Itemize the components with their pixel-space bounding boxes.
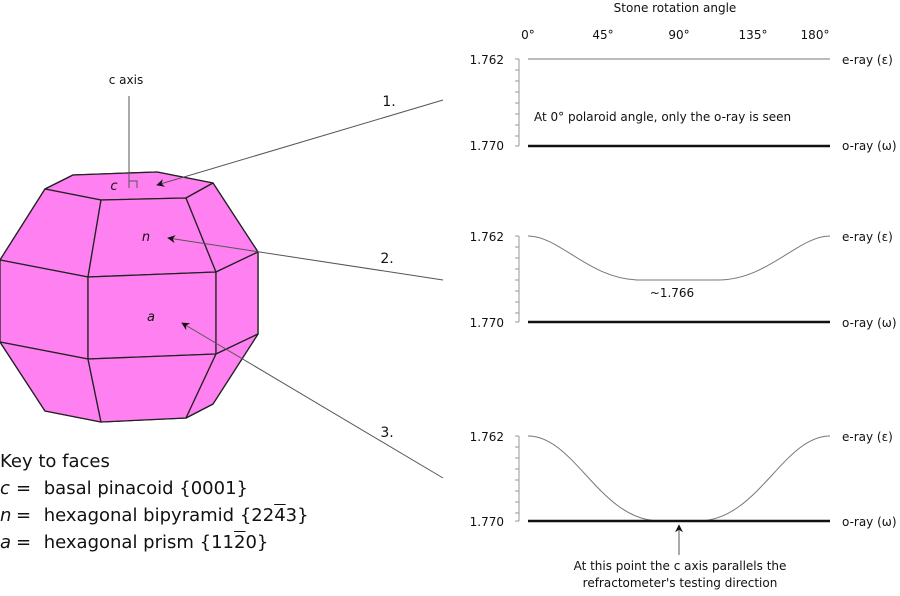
o-ray-label-2: o-ray (ω)	[842, 316, 897, 330]
key-name: hexagonal bipyramid	[43, 505, 235, 526]
plot-3: 1.762 1.770 e-ray (ε) o-ray (ω)	[470, 430, 897, 555]
key-equals: =	[16, 478, 32, 499]
e-ray-label-3: e-ray (ε)	[842, 430, 893, 444]
plot3-caption-line-2: refractometer's testing direction	[582, 576, 778, 590]
c-axis-label: c axis	[109, 73, 143, 87]
y-tick-bottom-1: 1.770	[470, 139, 504, 153]
leader-line-1	[156, 99, 444, 187]
key-equals: =	[16, 505, 32, 526]
callout-number-2: 2.	[380, 251, 393, 267]
key-symbol: c	[0, 478, 10, 499]
crystal-drawing	[0, 171, 259, 423]
key-name: hexagonal prism	[43, 532, 194, 553]
o-ray-label-3: o-ray (ω)	[842, 515, 897, 529]
x-tick-135: 135°	[739, 28, 768, 42]
c-axis-marker	[128, 96, 138, 188]
key-equals: =	[16, 532, 32, 553]
key-index-bar: 2	[234, 532, 246, 553]
leader-line-2	[167, 235, 444, 281]
plot-1: 1.762 1.770 e-ray (ε) o-ray (ω) At 0° po…	[470, 53, 897, 153]
face-label-n: n	[142, 230, 150, 245]
key-index: {1120}	[200, 532, 269, 553]
callout-number-3: 3.	[380, 425, 393, 441]
x-tick-180: 180°	[801, 28, 830, 42]
y-axis-3	[515, 435, 520, 522]
face-key: Key to faces c = basal pinacoid {0001} n=…	[0, 448, 309, 556]
face-label-c: c	[110, 179, 117, 194]
o-ray-label-1: o-ray (ω)	[842, 139, 897, 153]
y-tick-top-2: 1.762	[470, 230, 504, 244]
key-index: {2243}	[240, 505, 309, 526]
key-index-part: {22	[239, 505, 275, 526]
x-axis-title: Stone rotation angle	[614, 1, 737, 15]
key-title: Key to faces	[0, 451, 110, 472]
y-axis-1	[515, 58, 520, 147]
key-symbol: a	[0, 532, 12, 553]
key-row-c: c = basal pinacoid {0001}	[0, 475, 309, 502]
key-symbol: n	[0, 505, 12, 526]
e-ray-label-1: e-ray (ε)	[842, 53, 893, 67]
key-index-part: 3}	[285, 505, 309, 526]
x-tick-90: 90°	[668, 28, 689, 42]
face-label-a: a	[147, 310, 155, 325]
x-tick-45: 45°	[592, 28, 613, 42]
y-tick-bottom-3: 1.770	[470, 515, 504, 529]
face-lower-right	[185, 333, 259, 419]
key-index: {0001}	[179, 478, 248, 499]
callout-number-1: 1.	[382, 94, 395, 110]
plot3-caption-line-1: At this point the c axis parallels the	[573, 559, 787, 573]
x-tick-0: 0°	[521, 28, 535, 42]
y-axis-2	[515, 235, 520, 323]
plot2-note: ~1.766	[650, 286, 694, 300]
leader-line-3	[181, 322, 444, 479]
key-row-n: n= hexagonal bipyramid {2243}	[0, 502, 309, 529]
key-index-bar: 4	[274, 505, 286, 526]
key-row-a: a= hexagonal prism {1120}	[0, 529, 309, 556]
y-tick-bottom-2: 1.770	[470, 316, 504, 330]
key-index-part: {0001}	[179, 478, 248, 499]
key-name: basal pinacoid	[43, 478, 174, 499]
e-ray-label-2: e-ray (ε)	[842, 230, 893, 244]
y-tick-top-1: 1.762	[470, 53, 504, 67]
key-index-part: {11	[199, 532, 235, 553]
e-ray-curve-3	[527, 435, 831, 522]
y-tick-top-3: 1.762	[470, 430, 504, 444]
plot1-note: At 0° polaroid angle, only the o-ray is …	[534, 110, 791, 124]
plot3-caption: At this point the c axis parallels the r…	[540, 558, 820, 592]
key-index-part: 0}	[245, 532, 269, 553]
e-ray-curve-2	[527, 235, 831, 281]
plot-2: 1.762 1.770 e-ray (ε) o-ray (ω) ~1.766	[470, 230, 897, 330]
